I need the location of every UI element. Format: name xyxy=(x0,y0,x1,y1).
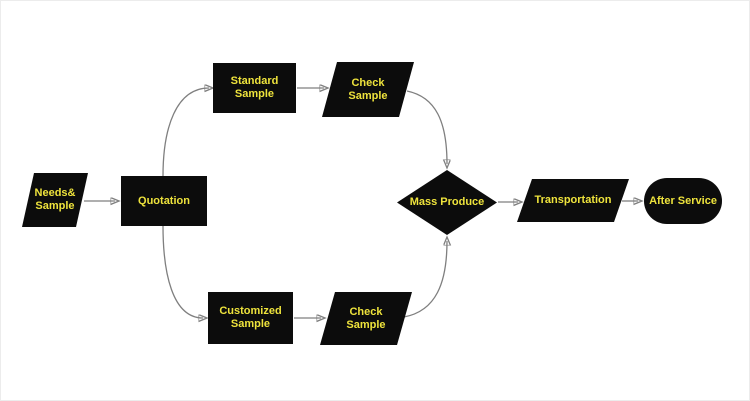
node-needs-sample: Needs& Sample xyxy=(22,173,88,227)
node-standard-sample: Standard Sample xyxy=(213,63,296,113)
node-label-line: Customized xyxy=(219,305,282,317)
node-label-line: Sample xyxy=(348,89,388,102)
node-label-line: Sample xyxy=(234,88,275,100)
edge-quotation-to-standard xyxy=(162,88,209,177)
node-label-line: Sample xyxy=(346,318,386,331)
node-label-line: Check xyxy=(351,76,385,89)
node-check-sample-top: Check Sample xyxy=(322,62,414,117)
node-label-line: After Service xyxy=(649,194,717,207)
node-label-line: Mass Produce xyxy=(409,196,485,208)
node-quotation: Quotation xyxy=(121,176,207,226)
node-label-line: Needs& xyxy=(34,187,76,199)
node-customized-sample: Customized Sample xyxy=(208,292,293,344)
node-label-line: Sample xyxy=(35,200,75,212)
edge-quotation-to-customized xyxy=(162,225,203,318)
node-after-service: After Service xyxy=(644,178,722,224)
node-label-line: Check xyxy=(349,305,383,318)
edge-checktop-to-massproduce xyxy=(406,90,447,164)
node-transportation: Transportation xyxy=(517,179,629,222)
node-label-line: Quotation xyxy=(138,194,190,207)
edge-checkbottom-to-massproduce xyxy=(403,241,447,318)
node-label-line: Standard xyxy=(230,75,279,87)
node-label-line: Sample xyxy=(230,318,271,330)
node-label-line: Transportation xyxy=(534,194,612,206)
node-check-sample-bottom: Check Sample xyxy=(320,292,412,345)
